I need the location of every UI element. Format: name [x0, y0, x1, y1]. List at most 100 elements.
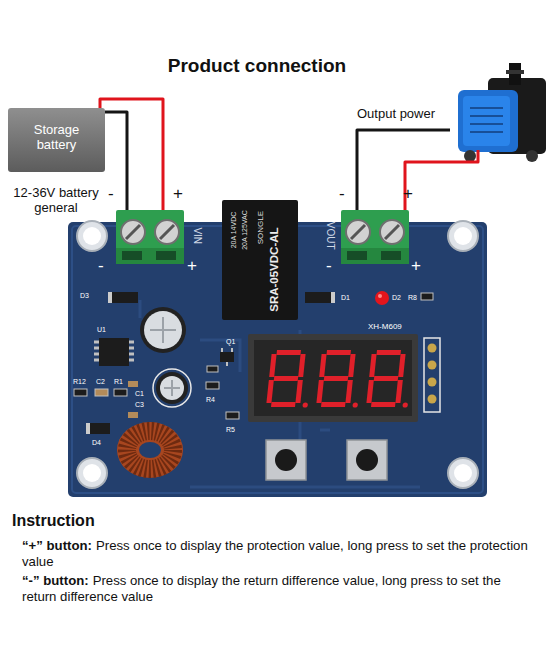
ic-pins — [94, 342, 134, 360]
instruction-line: “-” button:Press once to display the ret… — [22, 573, 537, 605]
resistor — [206, 382, 219, 389]
relay-box: SRA-05VDC-ALSONGLE20A 14VDC20A 125VAC — [222, 200, 298, 320]
polarity-mark: + — [403, 184, 413, 204]
mounting-hole — [77, 221, 107, 251]
water-pump: Output power — [450, 65, 548, 150]
led-highlight — [378, 294, 382, 298]
resistor — [207, 366, 218, 372]
push-button — [266, 440, 306, 480]
instruction-line: “+” button:Press once to display the pro… — [22, 538, 537, 570]
mounting-hole — [77, 458, 107, 488]
terminal-opening — [381, 251, 401, 260]
resistor — [421, 293, 433, 300]
screw-slot — [351, 225, 365, 239]
part-name: R8 — [408, 294, 417, 302]
section-heading: Instruction — [12, 512, 95, 530]
diode — [108, 292, 138, 303]
polarity-mark: - — [108, 184, 114, 204]
diode — [305, 292, 335, 303]
polarity-mark: + — [187, 256, 197, 276]
part-name: U1 — [97, 326, 106, 334]
capacitor-smd — [95, 389, 108, 396]
terminal-opening — [347, 251, 367, 260]
terminal-opening — [156, 251, 176, 260]
polarity-mark: + — [411, 256, 421, 276]
part-name: C1 — [135, 390, 144, 398]
node-text: 12-36V battery general — [5, 186, 107, 216]
terminal-block — [116, 210, 184, 264]
battery-box: Storage battery12-36V battery general — [8, 108, 105, 172]
diode-band — [86, 423, 90, 434]
part-name: R12 — [73, 378, 86, 386]
ic-chip — [99, 338, 129, 366]
part-name: C2 — [96, 378, 105, 386]
diode — [86, 423, 110, 434]
transistor-legs — [222, 348, 232, 366]
led — [375, 291, 389, 305]
display-digit — [316, 350, 364, 408]
terminal-block — [116, 248, 184, 264]
instruction-body: Press once to display the return differe… — [22, 573, 501, 604]
part-name: R4 — [206, 396, 215, 404]
polarity-mark: - — [339, 184, 345, 204]
part-name: D2 — [392, 294, 401, 302]
inductor-core — [139, 442, 161, 458]
button-cap — [275, 449, 297, 471]
node-text: 20A 125VAC — [241, 200, 249, 260]
pump-outlet-ring — [506, 70, 524, 74]
wire — [357, 130, 450, 210]
display-digit — [366, 350, 414, 408]
header-pin — [428, 344, 437, 353]
suction-cup — [526, 150, 538, 162]
node-text: Output power — [357, 107, 452, 122]
polarity-mark: - — [326, 256, 332, 276]
screw-slot — [160, 225, 174, 239]
push-button — [347, 440, 387, 480]
button-name: “+” button: — [22, 538, 92, 553]
button-name: “-” button: — [22, 573, 89, 588]
wire — [405, 150, 478, 210]
terminal-label: VIN — [191, 216, 203, 256]
part-name: Q1 — [226, 338, 235, 346]
part-name: C3 — [135, 401, 144, 409]
terminal-block — [341, 248, 409, 264]
button-cap — [356, 449, 378, 471]
wire — [100, 99, 163, 210]
header-pin — [428, 361, 437, 370]
led-display — [248, 334, 418, 422]
instruction-text: “+” button:Press once to display the pro… — [22, 538, 537, 608]
terminal-screw — [380, 220, 404, 244]
part-name: D1 — [341, 294, 350, 302]
resistor — [114, 389, 127, 396]
capacitor-vent — [150, 317, 176, 343]
pin-header — [424, 338, 440, 412]
instruction-body: Press once to display the protection val… — [22, 538, 528, 569]
capacitor — [156, 372, 188, 404]
mounting-hole — [83, 227, 101, 245]
part-name: D3 — [80, 292, 89, 300]
terminal-label: VOUT — [324, 216, 336, 256]
polarity-mark: - — [98, 256, 104, 276]
screw-slot — [126, 225, 140, 239]
header-pin — [428, 395, 437, 404]
capacitor — [140, 307, 186, 353]
capacitor-top — [160, 376, 184, 400]
pump-front — [463, 96, 510, 146]
wire — [105, 112, 127, 210]
pump-housing — [458, 90, 518, 152]
display-digit — [266, 350, 314, 408]
terminal-screw — [121, 220, 145, 244]
resistor — [226, 412, 239, 419]
screw-slot — [385, 225, 399, 239]
polarity-mark: + — [173, 184, 183, 204]
capacitor-vent — [164, 380, 180, 396]
capacitor-top — [144, 311, 182, 349]
terminal-screw — [155, 220, 179, 244]
node-text: XH-M609 — [368, 322, 428, 331]
mounting-hole — [454, 464, 472, 482]
resistor — [74, 389, 87, 396]
node-text: SONGLE — [256, 203, 265, 253]
mounting-hole — [454, 227, 472, 245]
